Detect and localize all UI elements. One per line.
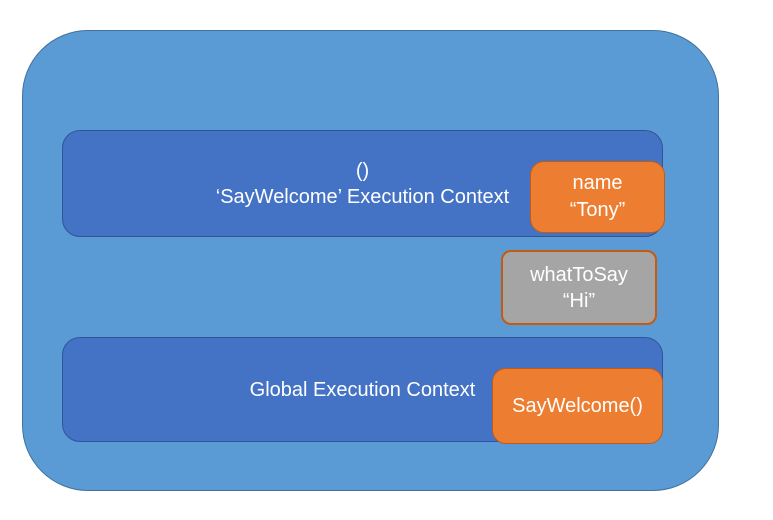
- whattosay-variable-value: “Hi”: [562, 289, 596, 312]
- global-context-label: Global Execution Context: [249, 378, 476, 401]
- whattosay-variable-label: whatToSay: [530, 263, 628, 286]
- saywelcome-context-label: ‘SayWelcome’ Execution Context: [215, 185, 510, 208]
- saywelcome-call-label: SayWelcome(): [512, 394, 643, 417]
- whattosay-variable-box: whatToSay “Hi”: [501, 250, 657, 325]
- name-variable-box: name “Tony”: [530, 161, 665, 233]
- name-variable-value: “Tony”: [569, 199, 626, 221]
- name-variable-label: name: [572, 172, 623, 194]
- saywelcome-context-parens: (): [355, 159, 370, 182]
- saywelcome-call-box: SayWelcome(): [492, 368, 663, 444]
